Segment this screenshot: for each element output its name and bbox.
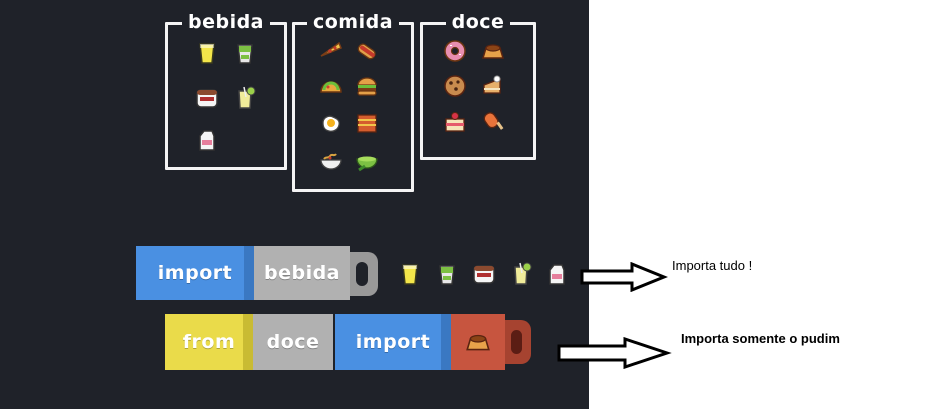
- pizza-slice-icon[interactable]: [318, 38, 344, 64]
- strawberry-cake-icon[interactable]: [442, 109, 468, 135]
- cake-slice-icon[interactable]: [480, 73, 506, 99]
- library-title-comida: comida: [306, 11, 400, 33]
- library-box-bebida: bebida: [165, 11, 287, 170]
- milk-carton-icon[interactable]: [194, 127, 220, 153]
- import-block-label: import: [157, 262, 233, 284]
- item-block-cap: [505, 320, 531, 364]
- import-block-2-label: import: [355, 331, 431, 353]
- popsicle-icon[interactable]: [480, 109, 506, 135]
- library-block-doce-label: doce: [266, 331, 320, 353]
- fried-egg-icon[interactable]: [318, 110, 344, 136]
- cookie-icon[interactable]: [442, 73, 468, 99]
- lemonade-glass-icon[interactable]: [232, 85, 258, 111]
- arrow-icon: [580, 262, 668, 292]
- taco-icon[interactable]: [318, 74, 344, 100]
- import-block-2[interactable]: import: [335, 314, 451, 370]
- library-title-bebida: bebida: [181, 11, 271, 33]
- green-soup-icon[interactable]: [354, 147, 380, 173]
- pudim-icon[interactable]: [480, 38, 506, 64]
- green-drink-cup-icon: [434, 261, 460, 287]
- note-importa-pudim: Importa somente o pudim: [681, 331, 840, 346]
- from-block-label: from: [182, 331, 236, 353]
- library-block-bebida-label: bebida: [263, 262, 341, 284]
- burger-icon[interactable]: [354, 74, 380, 100]
- note-importa-tudo: Importa tudo !: [672, 258, 753, 273]
- lemonade-cup-icon[interactable]: [194, 40, 220, 66]
- import-block[interactable]: import: [136, 246, 254, 300]
- chocolate-milk-icon: [471, 261, 497, 287]
- milk-carton-icon: [544, 261, 570, 287]
- green-drink-cup-icon[interactable]: [232, 40, 258, 66]
- donut-icon[interactable]: [442, 38, 468, 64]
- pudim-icon: [464, 328, 492, 356]
- library-block-bebida[interactable]: bebida: [254, 246, 350, 300]
- library-box-comida: comida: [292, 11, 414, 192]
- library-title-doce: doce: [445, 11, 511, 33]
- library-block-cap: [350, 252, 378, 296]
- chocolate-milk-icon[interactable]: [194, 85, 220, 111]
- arrow-icon: [557, 337, 672, 369]
- item-block-pudim[interactable]: [451, 314, 505, 370]
- lemonade-glass-icon: [508, 261, 534, 287]
- hotdog-icon[interactable]: [354, 38, 380, 64]
- from-block[interactable]: from: [165, 314, 253, 370]
- block-canvas: bebida comida doce import bebida from: [0, 0, 589, 409]
- noodle-bowl-icon[interactable]: [318, 147, 344, 173]
- lemonade-cup-icon: [397, 261, 423, 287]
- library-block-doce[interactable]: doce: [253, 314, 333, 370]
- lasagna-icon[interactable]: [354, 110, 380, 136]
- library-box-doce: doce: [420, 11, 536, 160]
